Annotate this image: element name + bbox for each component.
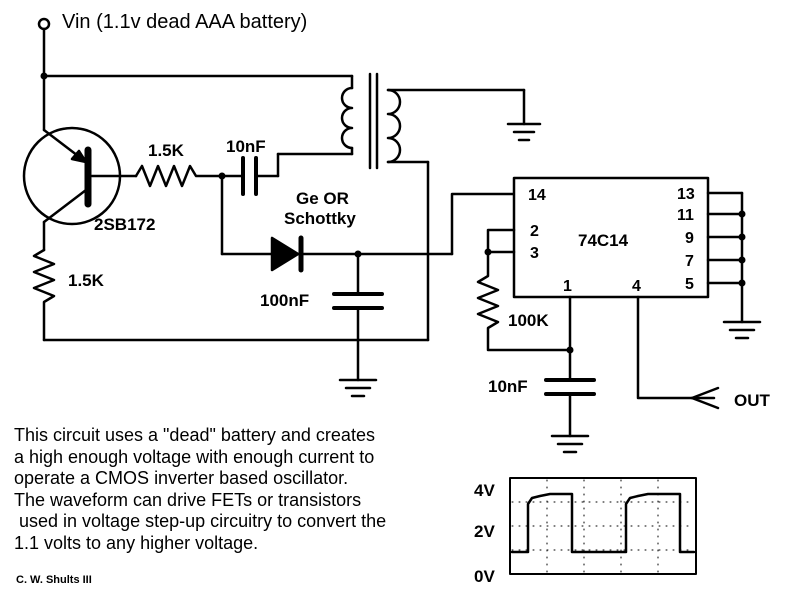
transistor-label: 2SB172 [94, 215, 155, 234]
ic-pin-5: 5 [685, 276, 694, 293]
ic-pin-1: 1 [563, 278, 572, 295]
diode-label-line1: Ge OR [296, 189, 349, 208]
description-line: operate a CMOS inverter based oscillator… [14, 468, 349, 488]
junction-dot [566, 346, 574, 354]
ic-74c14 [512, 176, 710, 299]
capacitor-timing [544, 378, 596, 438]
ic-pin-2: 2 [530, 223, 539, 240]
ground-symbol-filter [338, 378, 378, 398]
capacitor-filter [332, 252, 384, 382]
ic-pin-3: 3 [530, 245, 539, 262]
vin-terminal [37, 17, 51, 78]
input-pins-wire [486, 228, 516, 254]
junction-dot [738, 279, 746, 287]
waveform-trace [510, 492, 696, 554]
description-text: This circuit uses a "dead" battery and c… [14, 425, 464, 554]
ic-pin-4: 4 [632, 278, 641, 295]
unused-inputs-bus [706, 191, 744, 324]
ground-symbol-timing [550, 434, 590, 454]
waveform-2v-label: 2V [474, 522, 495, 541]
junction-dot [738, 233, 746, 241]
waveform-0v-label: 0V [474, 567, 495, 586]
output-wire [636, 295, 716, 400]
ic-pin-9: 9 [685, 230, 694, 247]
feedback-resistor-label: 100K [508, 311, 549, 330]
ic-pin-13: 13 [677, 186, 695, 203]
filter-cap-label: 100nF [260, 291, 309, 310]
timing-cap-label: 10nF [488, 377, 528, 396]
transformer-core [368, 72, 379, 170]
resistor-emitter [32, 248, 56, 342]
transformer-primary [276, 74, 354, 156]
resistor-feedback [476, 250, 572, 352]
junction-dot [738, 256, 746, 264]
vin-label: Vin (1.1v dead AAA battery) [62, 11, 307, 33]
ic-pin-14: 14 [528, 187, 546, 204]
description-line: The waveform can drive FETs or transisto… [14, 489, 362, 510]
base-resistor-label: 1.5K [148, 141, 185, 160]
waveform-scope [509, 477, 697, 575]
transformer-secondary [386, 88, 526, 342]
ic-pin-11: 11 [677, 207, 694, 224]
transistor-2sb172 [22, 74, 138, 252]
ground-symbol-ic [722, 320, 762, 340]
emitter-resistor-label: 1.5K [68, 271, 105, 290]
description-line: This circuit uses a "dead" battery and c… [14, 425, 375, 445]
waveform-4v-label: 4V [474, 481, 495, 500]
output-arrow [690, 386, 720, 410]
ic-supply-wire [450, 192, 516, 256]
coupling-cap-label: 10nF [226, 137, 266, 156]
capacitor-coupling [220, 152, 280, 196]
ic-name-label: 74C14 [578, 231, 629, 250]
diode-label-line2: Schottky [284, 209, 356, 228]
description-line: 1.1 volts to any higher voltage. [14, 532, 259, 553]
resistor-base [134, 164, 224, 188]
diode-schottky [270, 235, 454, 273]
ic-pin-7: 7 [685, 253, 694, 270]
output-label: OUT [734, 391, 771, 410]
junction-dot [738, 210, 746, 218]
description-line: used in voltage step-up circuitry to con… [14, 511, 387, 531]
description-line: a high enough voltage with enough curren… [14, 446, 375, 467]
ground-symbol-transformer [506, 122, 542, 142]
author-credit: C. W. Shults III [16, 574, 92, 586]
